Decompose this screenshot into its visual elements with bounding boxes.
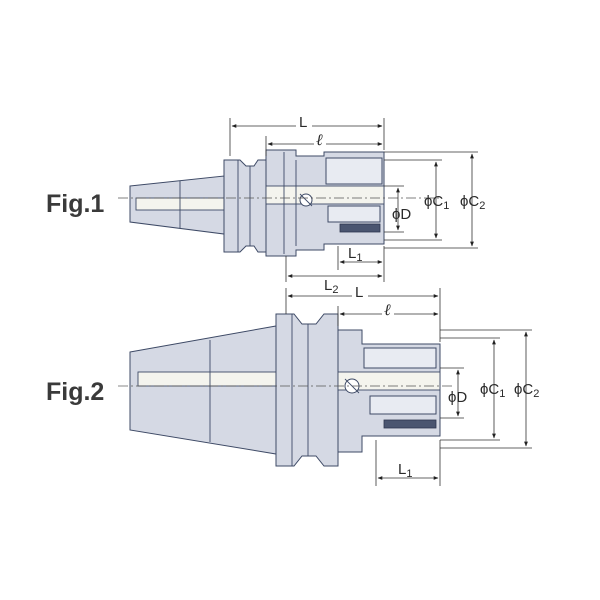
fig1-dim-phiD: ϕD [384, 185, 411, 233]
fig2-dim-phiD: ϕD [440, 367, 467, 419]
fig2-dim-phiC1: ϕC1 [440, 337, 505, 441]
fig1-phiC1-sub: 1 [443, 200, 449, 212]
svg-text:ϕC2: ϕC2 [514, 381, 539, 400]
fig2-dim-L1: L1 [375, 440, 441, 486]
fig2-taper-shank [129, 325, 289, 455]
figure-1-label: Fig.1 [46, 190, 104, 218]
fig2-phiC1-main: ϕC [480, 381, 499, 398]
figure-2: Fig.2 [46, 284, 539, 486]
fig2-L-label: L [355, 284, 363, 301]
fig1-phiC2-main: ϕC [460, 193, 479, 210]
fig1-dim-L: L [229, 114, 385, 156]
fig2-dim-ell: ℓ [337, 302, 439, 326]
fig2-phiC2-sub: 2 [533, 388, 539, 400]
fig2-flange [275, 313, 339, 467]
fig1-phiD-label: ϕD [392, 206, 411, 223]
fig2-phiC1-sub: 1 [499, 388, 505, 400]
fig1-flange [223, 159, 267, 253]
fig1-dim-ell: ℓ [265, 132, 383, 156]
fig1-L2-sub: 2 [332, 284, 338, 296]
svg-text:L2: L2 [324, 277, 338, 296]
fig1-L1-sub: 1 [356, 252, 362, 264]
fig1-dim-phiC1: ϕC1 [384, 159, 449, 241]
fig1-main-body [265, 149, 385, 257]
fig1-dim-phiC2: ϕC2 [384, 151, 485, 249]
svg-text:ϕC1: ϕC1 [424, 193, 449, 212]
fig2-L1-main: L [398, 461, 406, 478]
fig1-phiC1-main: ϕC [424, 193, 443, 210]
fig1-phiC2-sub: 2 [479, 200, 485, 212]
fig2-phiC2-main: ϕC [514, 381, 533, 398]
fig1-ell-label: ℓ [316, 132, 323, 149]
fig1-L2-main: L [324, 277, 332, 294]
figure-1: Fig.1 [46, 114, 485, 296]
svg-text:ϕC1: ϕC1 [480, 381, 505, 400]
svg-text:L1: L1 [348, 245, 362, 264]
svg-text:L1: L1 [398, 461, 412, 480]
fig1-dim-L1: L1 [337, 245, 385, 282]
fig1-L1-main: L [348, 245, 356, 262]
fig2-L1-sub: 1 [406, 468, 412, 480]
fig1-dim-L2: L2 [285, 256, 383, 296]
fig2-dim-L: L [285, 284, 441, 342]
figure-2-label: Fig.2 [46, 378, 104, 406]
fig1-taper-shank [129, 175, 225, 235]
fig2-phiD-label: ϕD [448, 389, 467, 406]
fig2-main-body [337, 329, 441, 453]
fig2-dim-phiC2: ϕC2 [440, 329, 539, 449]
fig1-L-label: L [299, 114, 307, 131]
fig2-ell-label: ℓ [384, 302, 391, 319]
svg-text:ϕC2: ϕC2 [460, 193, 485, 212]
